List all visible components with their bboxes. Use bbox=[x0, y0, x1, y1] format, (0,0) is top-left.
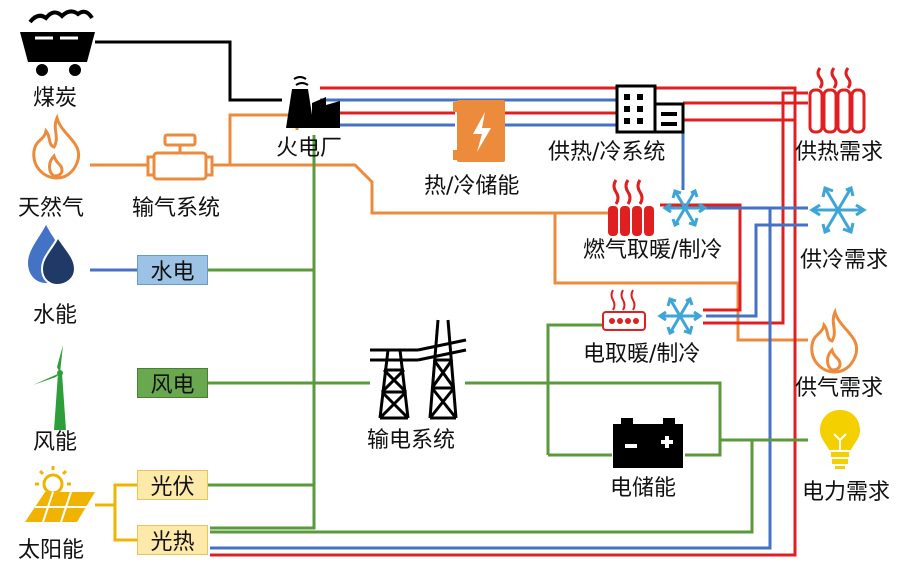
light-bulb-icon bbox=[820, 410, 860, 469]
solar-label: 太阳能 bbox=[18, 538, 85, 563]
solar-line-2 bbox=[113, 505, 137, 542]
gas-transmission-label: 输气系统 bbox=[132, 196, 221, 221]
snowflake-icon bbox=[657, 296, 703, 336]
coal-cart-icon bbox=[20, 9, 95, 76]
power-line-transmission bbox=[465, 381, 808, 442]
power-line-eheat bbox=[546, 323, 603, 455]
heat-line-7 bbox=[703, 103, 785, 325]
gas-demand-label: 供气需求 bbox=[795, 376, 884, 401]
power-line-solar-thermal bbox=[210, 440, 754, 534]
radiator-icon bbox=[808, 67, 866, 134]
gas-heating-cooling-label: 燃气取暖/制冷 bbox=[583, 238, 723, 263]
hydropower-box: 水电 bbox=[137, 255, 208, 285]
solar-panel-icon bbox=[25, 466, 95, 523]
solar-thermal-label: 光热 bbox=[150, 530, 195, 555]
electric-heating-cooling-label: 电取暖/制冷 bbox=[583, 342, 701, 367]
power-demand-label: 电力需求 bbox=[802, 480, 891, 505]
thermal-plant-label: 火电厂 bbox=[276, 136, 343, 161]
wind-power-label: 风电 bbox=[150, 373, 195, 398]
solar-line bbox=[95, 483, 137, 507]
building-icon bbox=[615, 84, 685, 134]
cold-line-6 bbox=[706, 223, 808, 318]
wind-label: 风能 bbox=[33, 430, 78, 455]
radiator-icon bbox=[602, 289, 646, 331]
power-transmission-label: 输电系统 bbox=[367, 428, 456, 453]
snowflake-icon bbox=[809, 185, 867, 235]
snowflake-icon bbox=[662, 188, 708, 228]
water-drop-icon bbox=[28, 225, 77, 287]
thermal-storage-icon bbox=[453, 100, 505, 162]
hydro-label: 水能 bbox=[33, 303, 78, 328]
flame-icon bbox=[810, 307, 859, 374]
heat-demand-label: 供热需求 bbox=[795, 140, 884, 165]
coal-line bbox=[95, 40, 282, 102]
coal-label: 煤炭 bbox=[33, 86, 78, 111]
wind-power-box: 风电 bbox=[137, 368, 208, 398]
gas-valve-icon bbox=[146, 133, 214, 181]
wind-turbine-icon bbox=[33, 345, 88, 430]
power-line-plant bbox=[210, 135, 316, 530]
power-line-storage-out bbox=[685, 440, 722, 457]
flame-icon bbox=[32, 113, 81, 180]
natural-gas-label: 天然气 bbox=[18, 196, 85, 221]
radiator-icon bbox=[608, 179, 654, 236]
cold-demand-label: 供冷需求 bbox=[800, 248, 889, 273]
photovoltaic-label: 光伏 bbox=[150, 475, 195, 500]
electric-storage-label: 电储能 bbox=[610, 476, 677, 501]
hydropower-label: 水电 bbox=[150, 260, 195, 285]
heating-cooling-system-label: 供热/冷系统 bbox=[548, 140, 666, 165]
photovoltaic-box: 光伏 bbox=[137, 470, 208, 500]
transmission-tower-icon bbox=[370, 319, 467, 420]
heat-line-4 bbox=[683, 91, 808, 105]
battery-icon bbox=[613, 418, 683, 468]
cold-line-7 bbox=[210, 208, 772, 550]
solar-thermal-box: 光热 bbox=[137, 525, 208, 555]
heat-line-1 bbox=[210, 86, 797, 557]
heat-cold-storage-label: 热/冷储能 bbox=[424, 174, 520, 199]
power-plant-icon bbox=[286, 76, 340, 128]
